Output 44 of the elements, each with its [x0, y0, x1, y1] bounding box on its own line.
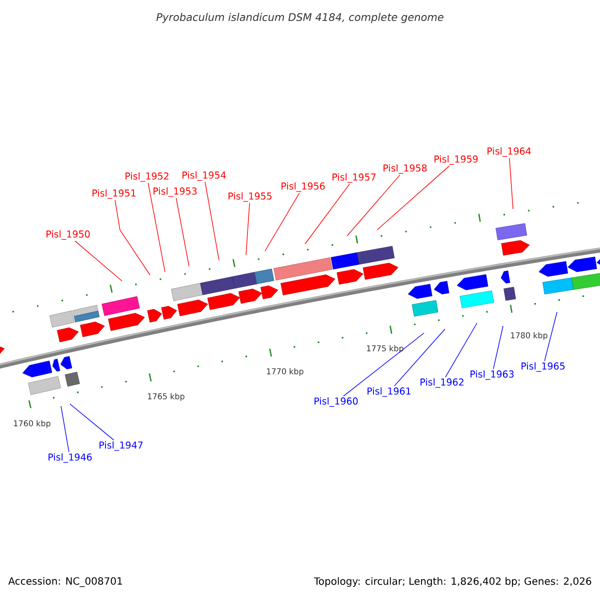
gene-label: Pisl_1953 — [154, 187, 197, 197]
scale-label: 1770 kbp — [267, 368, 304, 376]
leader-line — [114, 200, 150, 276]
leader-line — [343, 332, 424, 396]
gene-label: Pisl_1958 — [384, 164, 427, 174]
leader-line — [445, 322, 478, 378]
gene-label: Pisl_1964 — [488, 147, 531, 157]
title: Pyrobaculum islandicum DSM 4184, complete genome — [156, 12, 444, 24]
footer-text: Accession: NC_008701 — [8, 577, 122, 587]
gene-label: Pisl_1961 — [368, 387, 410, 397]
scale-label: 1765 kbp — [148, 393, 184, 401]
leader-line — [544, 312, 558, 362]
leader-line — [509, 158, 514, 210]
scale-label: 1780 kbp — [511, 332, 548, 340]
leader-line — [70, 404, 114, 440]
gene-label: Pisl_1956 — [282, 182, 325, 192]
leader-line — [60, 406, 70, 452]
gene-label: Pisl_1952 — [126, 172, 168, 182]
gene-label: Pisl_1960 — [314, 397, 358, 407]
gene-label: Pisl_1957 — [332, 173, 376, 183]
leader-line — [264, 192, 300, 252]
gene-label: Pisl_1963 — [470, 370, 514, 380]
leader-line — [304, 184, 350, 244]
leader-line — [204, 182, 220, 260]
leader-line — [492, 326, 504, 370]
leader-line — [176, 198, 190, 266]
scale-label: 1760 kbp — [14, 420, 50, 428]
gene-label: Pisl_1954 — [182, 171, 226, 181]
gene-label: Pisl_1951 — [92, 189, 136, 199]
leader-line — [148, 182, 166, 272]
leader-line — [74, 240, 122, 282]
gene-label: Pisl_1950 — [46, 230, 90, 240]
scale-label: 1775 kbp — [367, 345, 404, 353]
gene-label: Pisl_1959 — [434, 155, 478, 165]
leader-line — [346, 174, 400, 236]
footer-text: Topology: circular; Length: 1,826,402 bp; Genes: 2,026 — [314, 577, 592, 587]
gene-label: Pisl_1962 — [420, 378, 464, 388]
leader-line — [394, 328, 446, 386]
leader-line — [376, 166, 450, 230]
gene-label: Pisl_1946 — [48, 453, 92, 463]
gene-label: Pisl_1965 — [522, 362, 565, 372]
gene-label: Pisl_1947 — [100, 441, 143, 451]
gene-label: Pisl_1955 — [228, 192, 272, 202]
leader-line — [246, 202, 250, 256]
